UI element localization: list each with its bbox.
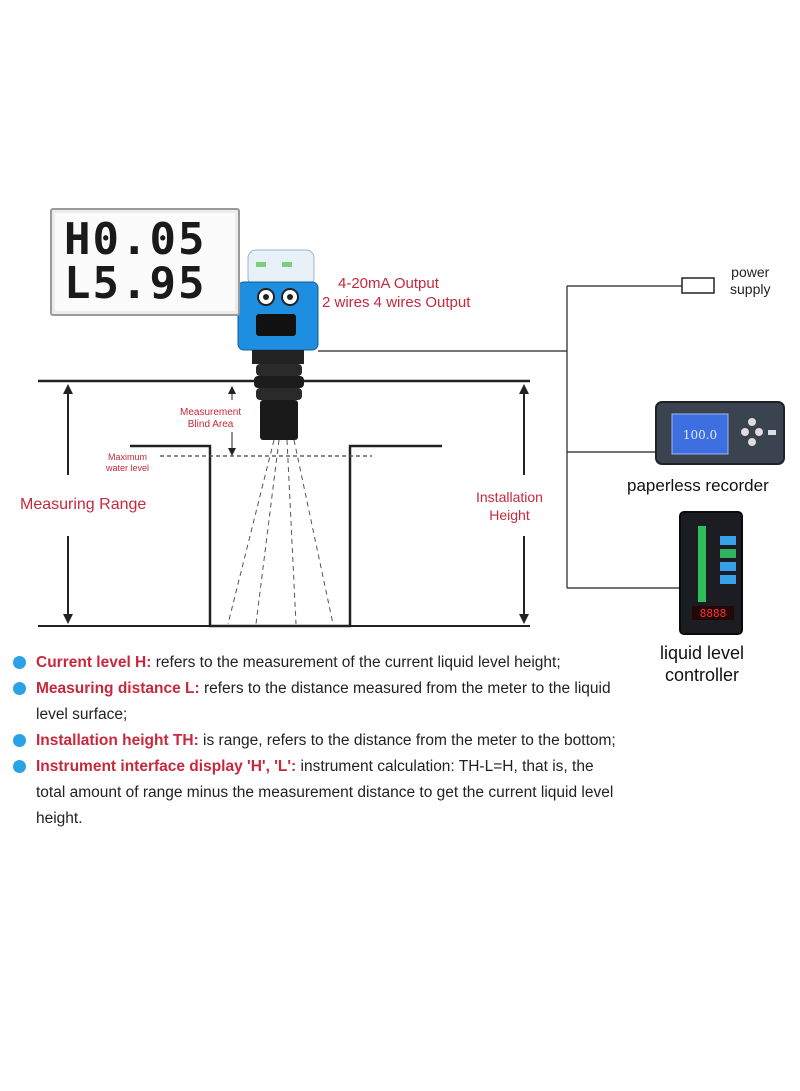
power-supply-line-1: power <box>731 264 770 280</box>
output-label-1: 4-20mA Output <box>338 275 439 292</box>
ultrasonic-beam <box>227 439 334 625</box>
bullet-dot-icon <box>13 760 26 773</box>
power-supply-terminal <box>681 277 715 294</box>
note-text: refers to the measurement of the current… <box>151 654 561 671</box>
note-text: refers to the distance measured from the… <box>36 680 611 723</box>
signal-wiring <box>318 285 682 589</box>
controller-label: liquid level controller <box>660 642 744 686</box>
max-water-level-line-1: Maximum <box>108 452 148 462</box>
bullet-dot-icon <box>13 656 26 669</box>
note-term: Instrument interface display 'H', 'L': <box>36 758 297 775</box>
range-arrow-bottom <box>63 614 73 624</box>
max-water-level-label: Maximum water level <box>106 452 149 474</box>
blind-area-label: Measurement Blind Area <box>180 407 241 431</box>
note-text: is range, refers to the distance from th… <box>198 732 616 749</box>
note-text: instrument calculation: TH-L=H, that is,… <box>36 758 614 827</box>
installation-height-line-1: Installation <box>476 489 543 505</box>
power-supply-label: power supply <box>730 264 770 298</box>
controller-label-line-2: controller <box>665 665 740 685</box>
note-term: Measuring distance L: <box>36 680 200 697</box>
bullet-dot-icon <box>13 734 26 747</box>
power-supply-line-2: supply <box>730 281 771 297</box>
tank-outline <box>130 444 442 628</box>
install-arrow-top <box>519 384 529 394</box>
paperless-recorder-label: paperless recorder <box>627 476 769 495</box>
ultrasonic-sensor <box>237 249 319 440</box>
range-arrow-top <box>63 384 73 394</box>
note-term: Current level H: <box>36 654 152 671</box>
note-item: Installation height TH: is range, refers… <box>10 728 620 754</box>
lcd-line-l: L5.95 <box>64 258 207 309</box>
recorder-display-value: 100.0 <box>683 428 717 442</box>
controller-display-value: 8888 <box>700 607 727 620</box>
liquid-level-controller-device <box>679 511 743 635</box>
controller-label-line-1: liquid level <box>660 643 745 663</box>
output-label-2: 2 wires 4 wires Output <box>322 294 471 311</box>
note-item: Current level H: refers to the measureme… <box>10 650 620 676</box>
bullet-dot-icon <box>13 682 26 695</box>
installation-height-label: Installation Height <box>476 488 543 524</box>
measuring-range-label: Measuring Range <box>20 496 147 513</box>
installation-height-line-2: Height <box>489 507 530 523</box>
note-item: Instrument interface display 'H', 'L': i… <box>10 754 620 832</box>
paperless-recorder-device <box>655 401 785 465</box>
notes-list: Current level H: refers to the measureme… <box>10 650 620 832</box>
note-term: Installation height TH: <box>36 732 199 749</box>
max-water-level-line-2: water level <box>106 463 150 473</box>
blind-area-line-1: Measurement <box>180 407 242 418</box>
blind-area-line-2: Blind Area <box>187 419 234 430</box>
note-item: Measuring distance L: refers to the dist… <box>10 676 620 728</box>
lcd-line-h: H0.05 <box>64 214 207 265</box>
install-arrow-bottom <box>519 614 529 624</box>
lcd-display: H0.05 L5.95 <box>50 208 240 316</box>
